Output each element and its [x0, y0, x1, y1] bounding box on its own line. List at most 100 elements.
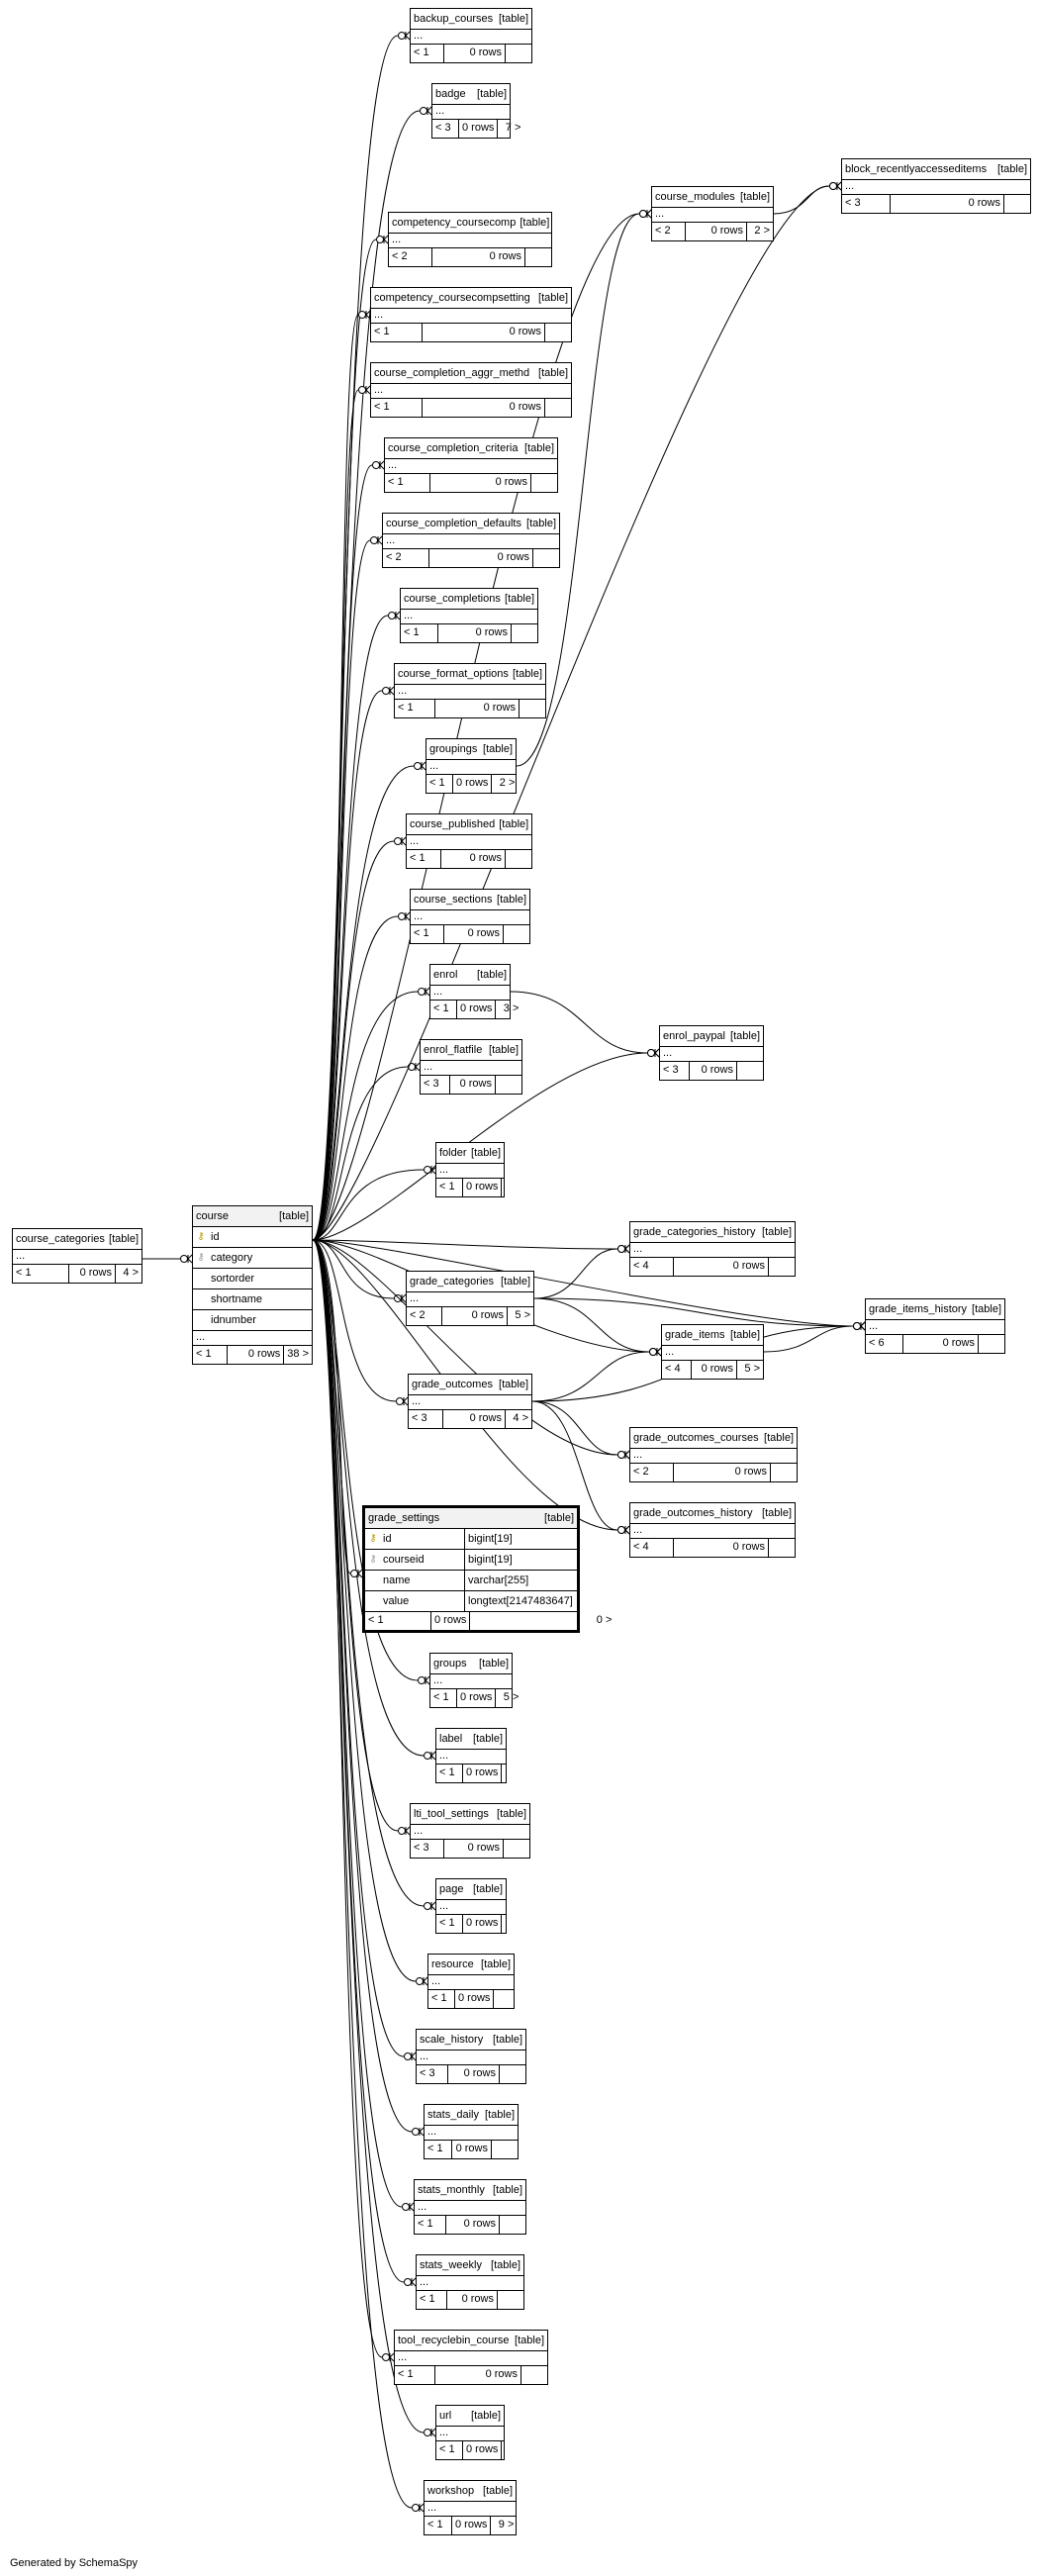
parents-count[interactable]: < 3: [660, 1062, 690, 1080]
parents-count[interactable]: < 3: [432, 120, 459, 138]
table-course-completion-aggr-methd[interactable]: course_completion_aggr_methd[table]...< …: [370, 362, 572, 418]
table-course[interactable]: course[table] ⚷id ⚷category sortorder sh…: [192, 1205, 313, 1365]
children-count[interactable]: [496, 1076, 521, 1094]
children-count[interactable]: 5 >: [503, 1691, 520, 1703]
parents-count[interactable]: < 1: [371, 399, 423, 417]
children-count[interactable]: 4 >: [513, 1412, 528, 1424]
children-count[interactable]: [771, 1464, 797, 1481]
children-count[interactable]: 38 >: [287, 1348, 309, 1360]
parents-count[interactable]: < 1: [415, 2216, 446, 2234]
parents-count[interactable]: < 1: [13, 1265, 69, 1283]
children-count[interactable]: 9 >: [498, 2519, 515, 2530]
parents-count[interactable]: < 4: [630, 1539, 674, 1557]
children-count[interactable]: 5 >: [515, 1309, 530, 1321]
parents-count[interactable]: < 3: [421, 1076, 450, 1094]
parents-count[interactable]: < 1: [365, 1612, 431, 1630]
parents-count[interactable]: < 6: [866, 1335, 903, 1353]
parents-count[interactable]: < 1: [436, 1179, 463, 1196]
parents-count[interactable]: < 1: [428, 1990, 455, 2008]
table-block-recentlyaccesseditems[interactable]: block_recentlyaccesseditems[table]...< 3…: [841, 158, 1031, 214]
children-count[interactable]: [502, 1915, 527, 1933]
parents-count[interactable]: < 1: [407, 850, 441, 868]
parents-count[interactable]: < 1: [417, 2291, 447, 2309]
parents-count[interactable]: < 1: [411, 45, 444, 62]
parents-count[interactable]: < 1: [430, 1689, 457, 1707]
children-count[interactable]: [498, 2291, 523, 2309]
children-count[interactable]: [531, 474, 557, 492]
children-count[interactable]: [506, 45, 531, 62]
parents-count[interactable]: < 4: [630, 1258, 674, 1276]
children-count[interactable]: [979, 1335, 1004, 1353]
children-count[interactable]: 5 >: [744, 1363, 760, 1375]
parents-count[interactable]: < 3: [417, 2065, 448, 2083]
parents-count[interactable]: < 1: [430, 1001, 457, 1018]
children-count[interactable]: [500, 2065, 525, 2083]
children-count[interactable]: [512, 624, 537, 642]
children-count[interactable]: [737, 1062, 763, 1080]
parents-count[interactable]: < 1: [193, 1346, 228, 1364]
table-competency-coursecompsetting[interactable]: competency_coursecompsetting[table]...< …: [370, 287, 572, 342]
parents-count[interactable]: < 2: [389, 248, 432, 266]
parents-count[interactable]: < 1: [426, 775, 453, 793]
parents-count[interactable]: < 3: [842, 195, 891, 213]
children-count[interactable]: [504, 925, 529, 943]
children-count[interactable]: [506, 850, 531, 868]
children-count[interactable]: 3 >: [503, 1002, 520, 1014]
children-count[interactable]: [500, 2216, 525, 2234]
parents-count[interactable]: < 1: [401, 624, 438, 642]
children-count[interactable]: [494, 1990, 520, 2008]
children-count[interactable]: [533, 549, 559, 567]
children-count[interactable]: [520, 700, 545, 717]
parents-count[interactable]: < 1: [371, 324, 423, 341]
children-count[interactable]: [502, 2441, 527, 2459]
parents-count[interactable]: < 1: [411, 925, 444, 943]
parents-count[interactable]: < 2: [383, 549, 429, 567]
children-count[interactable]: [502, 1179, 527, 1196]
table-course-categories[interactable]: course_categories[table] ... < 1 0 rows …: [12, 1228, 142, 1284]
parents-count[interactable]: < 2: [630, 1464, 674, 1481]
children-count[interactable]: 7 >: [505, 122, 521, 134]
parents-count[interactable]: < 1: [385, 474, 430, 492]
parents-count[interactable]: < 1: [436, 2441, 463, 2459]
children-count[interactable]: [769, 1258, 795, 1276]
parents-count[interactable]: < 1: [436, 1765, 463, 1782]
parents-count[interactable]: < 1: [436, 1915, 463, 1933]
children-count[interactable]: [504, 1840, 529, 1858]
children-count[interactable]: 2 >: [499, 777, 516, 789]
children-count[interactable]: 4 >: [123, 1267, 139, 1279]
children-count[interactable]: 2 >: [754, 225, 770, 237]
children-count[interactable]: 0 >: [596, 1614, 613, 1626]
children-count[interactable]: [1004, 195, 1030, 213]
children-count[interactable]: [492, 2141, 518, 2158]
parents-count[interactable]: < 3: [411, 1840, 444, 1858]
children-count[interactable]: [521, 2366, 547, 2384]
